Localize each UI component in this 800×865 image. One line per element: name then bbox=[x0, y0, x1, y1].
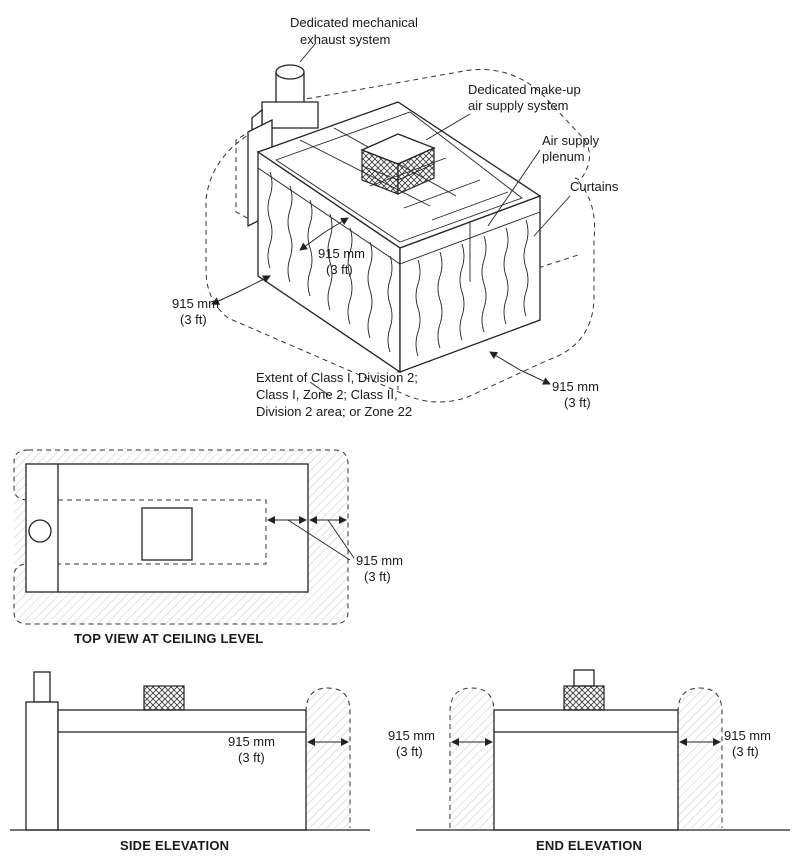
exhaust-label-line-2: exhaust system bbox=[300, 32, 390, 47]
extent-envelope-outer bbox=[205, 68, 596, 403]
svg-text:Division 2 area; or Zone 22: Division 2 area; or Zone 22 bbox=[256, 404, 412, 419]
booth-side bbox=[399, 195, 541, 373]
svg-text:(3 ft): (3 ft) bbox=[326, 262, 353, 277]
svg-text:(3 ft): (3 ft) bbox=[364, 569, 391, 584]
end-elevation-caption: END ELEVATION bbox=[536, 838, 642, 853]
top-view-dim-line-1: 915 mm bbox=[356, 553, 403, 568]
svg-text:915 mm: 915 mm bbox=[172, 296, 219, 311]
end-elevation-extent-right bbox=[677, 687, 723, 828]
top-view-extent bbox=[13, 449, 349, 625]
svg-text:(3 ft): (3 ft) bbox=[396, 744, 423, 759]
top-view-makeup-unit bbox=[141, 507, 193, 561]
isometric-view: Dedicated mechanical exhaust system Dedi… bbox=[172, 15, 619, 419]
plenum-label-line-1: Air supply bbox=[542, 133, 600, 148]
svg-text:Dedicated mechanical: Dedicated mechanical bbox=[290, 15, 418, 30]
dim-inner-line-2: (3 ft) bbox=[326, 262, 353, 277]
svg-text:plenum: plenum bbox=[542, 149, 585, 164]
svg-text:(3 ft): (3 ft) bbox=[564, 395, 591, 410]
side-elevation-hatch bbox=[306, 688, 350, 828]
dim-inner-line-1: 915 mm bbox=[318, 246, 365, 261]
side-elevation-booth bbox=[57, 709, 307, 831]
svg-text:915 mm: 915 mm bbox=[724, 728, 771, 743]
svg-text:915 mm: 915 mm bbox=[356, 553, 403, 568]
svg-text:Dedicated make-up: Dedicated make-up bbox=[468, 82, 581, 97]
extent-label-line-1: Extent of Class I, Division 2; bbox=[256, 370, 418, 385]
svg-text:915 mm: 915 mm bbox=[318, 246, 365, 261]
end-elevation-booth bbox=[493, 709, 679, 831]
end-elevation-dim-right-line-2: (3 ft) bbox=[732, 744, 759, 759]
svg-text:air supply system: air supply system bbox=[468, 98, 568, 113]
makeup-label-line-2: air supply system bbox=[468, 98, 568, 113]
side-elevation-caption: SIDE ELEVATION bbox=[120, 838, 229, 853]
svg-text:(3 ft): (3 ft) bbox=[238, 750, 265, 765]
dim-right-line-1: 915 mm bbox=[552, 379, 599, 394]
side-elevation-makeup-unit bbox=[143, 685, 185, 711]
extent-envelope-inner bbox=[235, 129, 263, 227]
top-view-exhaust bbox=[28, 519, 52, 543]
end-elevation: 915 mm (3 ft) 915 mm (3 ft) END ELEVATIO… bbox=[388, 669, 790, 853]
end-elevation-extent-left bbox=[449, 687, 495, 828]
side-elevation-dim-line-2: (3 ft) bbox=[238, 750, 265, 765]
makeup-label-line-1: Dedicated make-up bbox=[468, 82, 581, 97]
svg-text:915 mm: 915 mm bbox=[552, 379, 599, 394]
end-elevation-dim-right-line-1: 915 mm bbox=[724, 728, 771, 743]
extent-label-line-3: Division 2 area; or Zone 22 bbox=[256, 404, 412, 419]
dim-right-line-2: (3 ft) bbox=[564, 395, 591, 410]
side-elevation-dim-line-1: 915 mm bbox=[228, 734, 275, 749]
side-elevation-extent bbox=[305, 687, 351, 828]
svg-text:915 mm: 915 mm bbox=[388, 728, 435, 743]
svg-text:Air supply: Air supply bbox=[542, 133, 600, 148]
top-view-dim-line-2: (3 ft) bbox=[364, 569, 391, 584]
top-view-caption: TOP VIEW AT CEILING LEVEL bbox=[74, 631, 263, 646]
svg-text:Extent of Class I, Division 2;: Extent of Class I, Division 2; bbox=[256, 370, 418, 385]
end-elevation-dim-left-line-2: (3 ft) bbox=[396, 744, 423, 759]
top-view: 915 mm (3 ft) TOP VIEW AT CEILING LEVEL bbox=[13, 449, 403, 646]
svg-text:915 mm: 915 mm bbox=[228, 734, 275, 749]
exhaust-label-line-1: Dedicated mechanical bbox=[290, 15, 418, 30]
makeup-air-unit bbox=[360, 133, 436, 195]
svg-text:(3 ft): (3 ft) bbox=[180, 312, 207, 327]
svg-text:Class I, Zone 2; Class II,: Class I, Zone 2; Class II, bbox=[256, 387, 398, 402]
plenum-label-line-2: plenum bbox=[542, 149, 585, 164]
side-elevation: 915 mm (3 ft) SIDE ELEVATION bbox=[10, 671, 370, 853]
dim-left-line-2: (3 ft) bbox=[180, 312, 207, 327]
end-elevation-makeup-unit bbox=[563, 685, 605, 711]
dim-left-line-1: 915 mm bbox=[172, 296, 219, 311]
end-elevation-dim-left-line-1: 915 mm bbox=[388, 728, 435, 743]
extent-label-line-2: Class I, Zone 2; Class II, bbox=[256, 387, 398, 402]
svg-text:exhaust system: exhaust system bbox=[300, 32, 390, 47]
svg-text:(3 ft): (3 ft) bbox=[732, 744, 759, 759]
curtains-label: Curtains bbox=[570, 179, 619, 194]
